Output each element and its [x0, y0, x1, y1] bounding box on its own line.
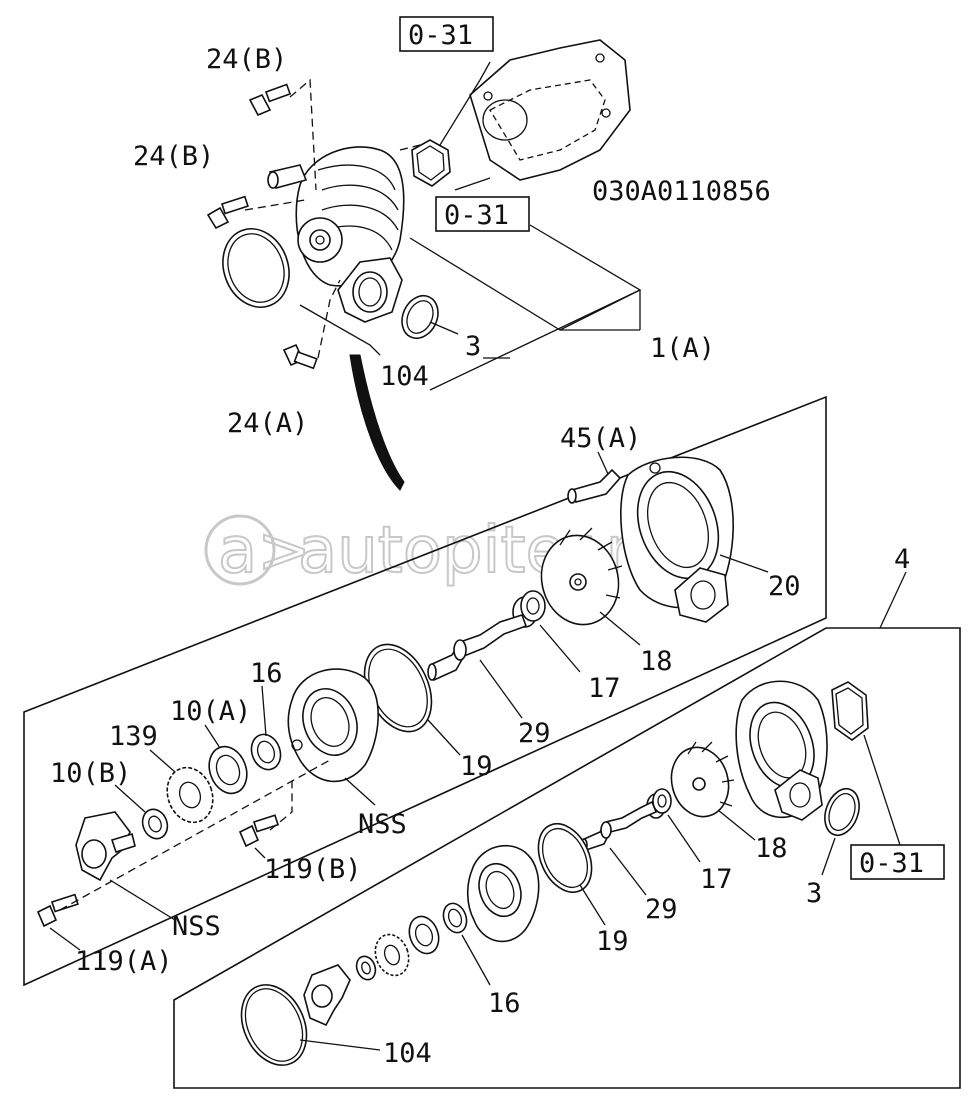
label-17-a: 17	[588, 673, 621, 704]
bolt-24a	[282, 343, 318, 370]
figure-code: 030A0110856	[592, 176, 771, 207]
bearing-10b	[141, 808, 169, 840]
o-ring-19-b	[537, 823, 593, 893]
kit-bearing-housing	[466, 844, 540, 943]
label-139: 139	[109, 721, 158, 752]
label-19-a: 19	[460, 751, 493, 782]
label-24a: 24(A)	[227, 408, 308, 439]
label-24b-mid: 24(B)	[133, 141, 214, 172]
kit-gasket	[831, 681, 869, 741]
ref-box-mid-label: 0-31	[444, 200, 509, 231]
middle-frame	[23, 395, 827, 987]
label-104-top: 104	[380, 361, 429, 392]
kit-4-frame	[173, 627, 961, 1089]
small-gasket	[411, 139, 451, 187]
shaft-29-a	[427, 614, 528, 682]
water-pump-body	[267, 146, 405, 287]
label-104-b: 104	[383, 1038, 432, 1069]
seal-17-b	[646, 788, 672, 819]
pump-housing-20	[620, 456, 734, 623]
label-16-b: 16	[488, 988, 521, 1019]
label-19-b: 19	[596, 926, 629, 957]
label-20: 20	[768, 571, 801, 602]
kit-o-ring-3	[824, 787, 860, 837]
bolt-24b-top	[248, 83, 292, 117]
label-nss-b: NSS	[172, 911, 221, 942]
impeller-18-a	[540, 527, 623, 626]
label-3-top: 3	[465, 331, 481, 362]
label-29-a: 29	[518, 718, 551, 749]
kit-bearing-small	[355, 955, 377, 981]
water-outlet-housing	[469, 39, 631, 181]
label-10b: 10(B)	[50, 758, 131, 789]
label-10a: 10(A)	[170, 696, 251, 727]
impeller-18-b	[670, 741, 735, 818]
label-18-a: 18	[640, 646, 673, 677]
ref-box-top: 0-31	[399, 16, 494, 52]
shaft-29-b	[580, 800, 658, 852]
bolt-119b	[238, 814, 280, 848]
label-45a: 45(A)	[560, 423, 641, 454]
label-nss-a: NSS	[358, 809, 407, 840]
label-1a: 1(A)	[650, 333, 715, 364]
kit-bearing-large	[408, 915, 440, 955]
drive-flange-nss	[75, 811, 136, 882]
label-29-b: 29	[645, 894, 678, 925]
middle-assembly	[36, 451, 769, 951]
zoom-arrow	[349, 354, 405, 491]
watermark-logo-text: a>	[218, 514, 311, 588]
top-assembly	[206, 39, 642, 491]
ref-box-mid: 0-31	[435, 196, 530, 232]
label-24b-top: 24(B)	[206, 44, 287, 75]
watermark: a> autopiter.ru	[204, 513, 674, 589]
ref-box-bottom-label: 0-31	[859, 848, 924, 879]
bolt-119a	[36, 893, 79, 928]
kit-o-ring-104	[240, 984, 308, 1066]
o-ring-small-top	[401, 295, 439, 339]
kit-housing	[735, 680, 828, 821]
label-18-b: 18	[755, 833, 788, 864]
ref-box-top-label: 0-31	[408, 20, 473, 51]
hose-45a	[567, 468, 622, 504]
label-16-a: 16	[250, 658, 283, 689]
bolt-24b-mid	[206, 195, 249, 230]
bearing-16-a	[250, 733, 282, 771]
label-119a: 119(A)	[75, 946, 173, 977]
outlet-flange	[337, 257, 403, 323]
bearing-16-b	[442, 902, 468, 934]
label-17-b: 17	[700, 864, 733, 895]
bearing-housing-nss	[287, 668, 379, 783]
gear-139	[166, 766, 214, 824]
o-ring-large-top	[222, 228, 290, 308]
ref-box-bottom: 0-31	[850, 844, 945, 880]
label-3-b: 3	[806, 878, 822, 909]
bottom-assembly: 0-31	[240, 680, 945, 1066]
label-4: 4	[894, 544, 910, 575]
kit-drive-flange	[303, 964, 351, 1027]
label-119b: 119(B)	[264, 854, 362, 885]
kit-gear	[374, 933, 410, 977]
